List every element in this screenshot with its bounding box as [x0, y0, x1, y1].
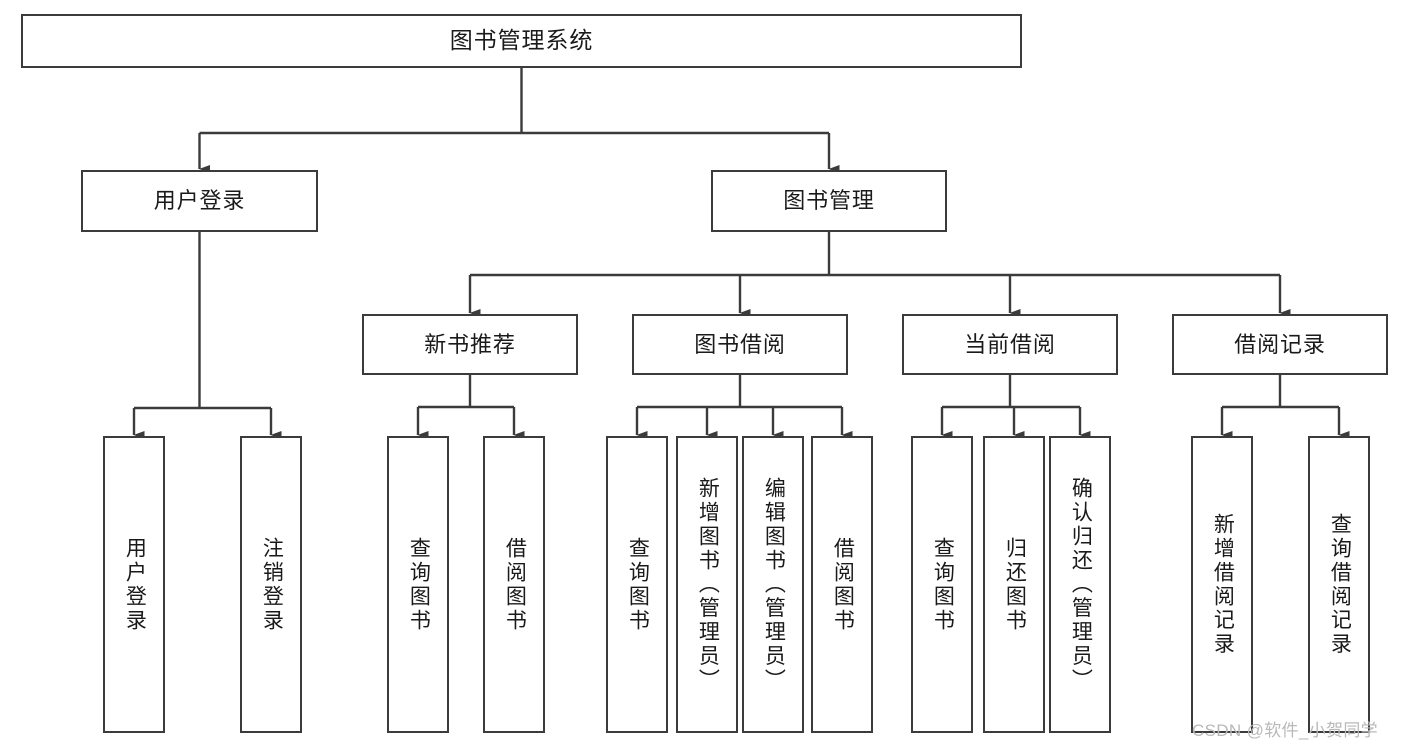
- node-label: 查询图书: [931, 536, 955, 633]
- node-label: 借阅记录: [1234, 331, 1326, 357]
- node-label: 编辑图书（管理员）: [762, 476, 786, 693]
- node-label: 图书借阅: [694, 331, 786, 357]
- node-new-book-recommend[interactable]: 新书推荐: [362, 314, 578, 375]
- node-label: 图书管理系统: [449, 27, 594, 54]
- node-label: 注销登录: [260, 536, 284, 633]
- edge-group: [132, 68, 1350, 439]
- node-label: 确认归还（管理员）: [1069, 476, 1093, 693]
- node-current-borrow[interactable]: 当前借阅: [902, 314, 1118, 375]
- node-label: 新书推荐: [424, 331, 516, 357]
- node-leaf-confirm-return[interactable]: 确认归还（管理员）: [1049, 436, 1111, 733]
- node-leaf-query-book-3[interactable]: 查询图书: [911, 436, 973, 733]
- node-root[interactable]: 图书管理系统: [21, 14, 1022, 68]
- node-label: 借阅图书: [503, 536, 527, 633]
- node-label: 新增图书（管理员）: [696, 476, 720, 693]
- csdn-watermark: CSDN @软件_小贺同学: [1192, 721, 1379, 740]
- node-label: 归还图书: [1003, 536, 1027, 633]
- node-leaf-query-record[interactable]: 查询借阅记录: [1308, 436, 1370, 733]
- node-book-management[interactable]: 图书管理: [711, 170, 947, 232]
- node-label: 查询图书: [407, 536, 431, 633]
- node-label: 用户登录: [123, 536, 147, 633]
- node-leaf-add-record[interactable]: 新增借阅记录: [1191, 436, 1253, 733]
- node-label: 查询图书: [626, 536, 650, 633]
- node-book-borrow[interactable]: 图书借阅: [632, 314, 848, 375]
- node-leaf-query-book-1[interactable]: 查询图书: [387, 436, 449, 733]
- node-leaf-borrow-book-1[interactable]: 借阅图书: [483, 436, 545, 733]
- node-label: 新增借阅记录: [1211, 512, 1235, 657]
- node-label: 当前借阅: [964, 331, 1056, 357]
- node-leaf-return-book[interactable]: 归还图书: [983, 436, 1045, 733]
- node-leaf-borrow-book-2[interactable]: 借阅图书: [811, 436, 873, 733]
- node-leaf-add-book[interactable]: 新增图书（管理员）: [676, 436, 738, 733]
- node-leaf-query-book-2[interactable]: 查询图书: [606, 436, 668, 733]
- node-leaf-edit-book[interactable]: 编辑图书（管理员）: [742, 436, 804, 733]
- node-label: 查询借阅记录: [1328, 512, 1352, 657]
- node-leaf-user-login[interactable]: 用户登录: [103, 436, 165, 733]
- node-leaf-logout-login[interactable]: 注销登录: [240, 436, 302, 733]
- node-label: 借阅图书: [831, 536, 855, 633]
- node-label: 用户登录: [153, 188, 246, 214]
- node-borrow-record[interactable]: 借阅记录: [1172, 314, 1388, 375]
- node-label: 图书管理: [783, 188, 875, 214]
- node-user-login[interactable]: 用户登录: [81, 170, 318, 232]
